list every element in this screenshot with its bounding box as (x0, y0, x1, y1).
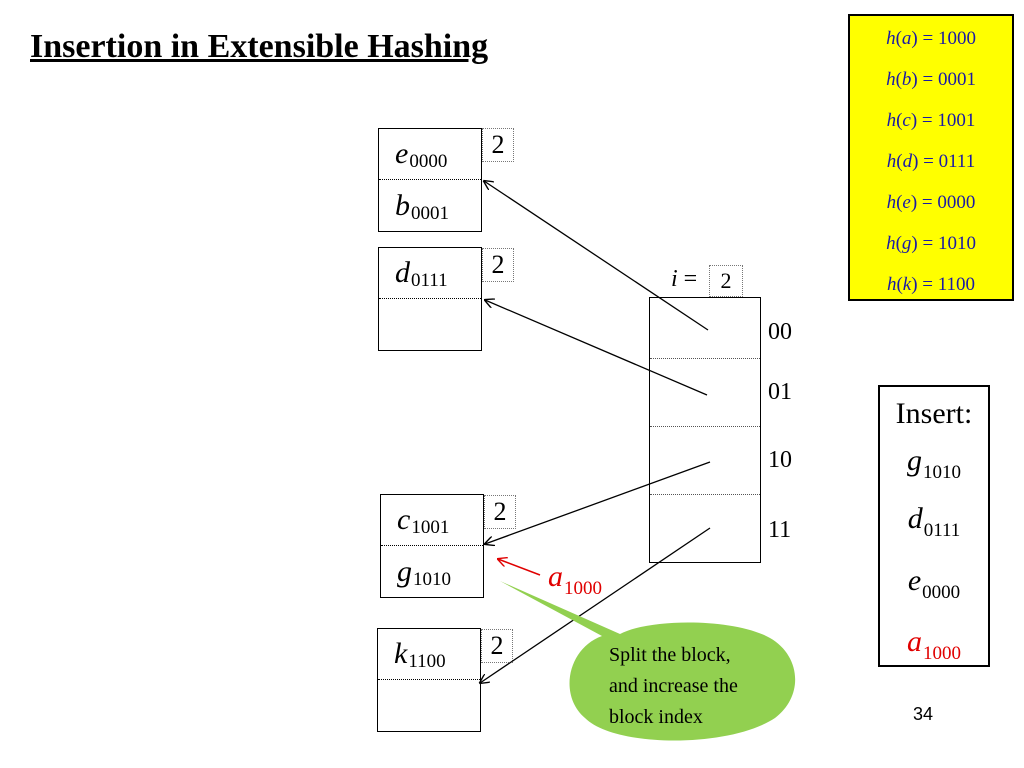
bucket-2-local-depth: 2 (482, 248, 514, 282)
hash-entry-g: h(g) = 1010 (886, 233, 976, 254)
directory-label-10: 10 (768, 447, 792, 473)
hash-entry-d: h(d) = 0111 (886, 151, 976, 172)
global-depth-value: 2 (709, 265, 743, 297)
directory-divider (650, 494, 760, 495)
directory-divider (650, 358, 760, 359)
insert-item-e: e0000 (907, 564, 961, 603)
pointer-01-arrow (485, 300, 708, 396)
callout-line: and increase the (609, 675, 738, 697)
insert-sequence-panel: Insert: g1010 d0111 e0000 a1000 (878, 385, 990, 667)
insert-a-arrow (498, 559, 541, 576)
pointer-10-arrow (485, 461, 711, 544)
directory (649, 297, 761, 563)
bucket-3-local-depth: 2 (484, 495, 516, 529)
hash-entry-k: h(k) = 1100 (886, 274, 976, 295)
directory-label-00: 00 (768, 319, 792, 345)
callout-line: block index (609, 706, 703, 728)
callout-text: Split the block, and increase the block … (609, 640, 789, 733)
callout-line: Split the block, (609, 644, 731, 666)
hash-entry-c: h(c) = 1001 (886, 110, 976, 131)
insert-item-g: g1010 (907, 444, 961, 483)
directory-label-11: 11 (768, 517, 792, 543)
bucket-4-local-depth: 2 (481, 629, 513, 663)
insert-item-d: d0111 (907, 502, 961, 541)
callout-bubble (500, 581, 796, 741)
global-depth-label: i = (671, 266, 698, 292)
hash-entry-a: h(a) = 1000 (886, 28, 976, 49)
directory-divider (650, 426, 760, 427)
pending-insert-label: a1000 (548, 560, 602, 599)
insert-item-a: a1000 (907, 625, 961, 664)
page-number: 34 (913, 704, 934, 724)
hash-entry-b: h(b) = 0001 (886, 69, 976, 90)
pointer-00-arrow (484, 181, 709, 331)
pointer-11-arrow (480, 527, 711, 683)
hash-function-table: h(a) = 1000 h(b) = 0001 h(c) = 1001 h(d)… (848, 14, 1014, 301)
directory-label-01: 01 (768, 379, 792, 405)
bucket-1-local-depth: 2 (482, 128, 514, 162)
slide-title: Insertion in Extensible Hashing (30, 28, 489, 65)
insert-heading: Insert: (895, 397, 973, 430)
hash-entry-e: h(e) = 0000 (886, 192, 976, 213)
